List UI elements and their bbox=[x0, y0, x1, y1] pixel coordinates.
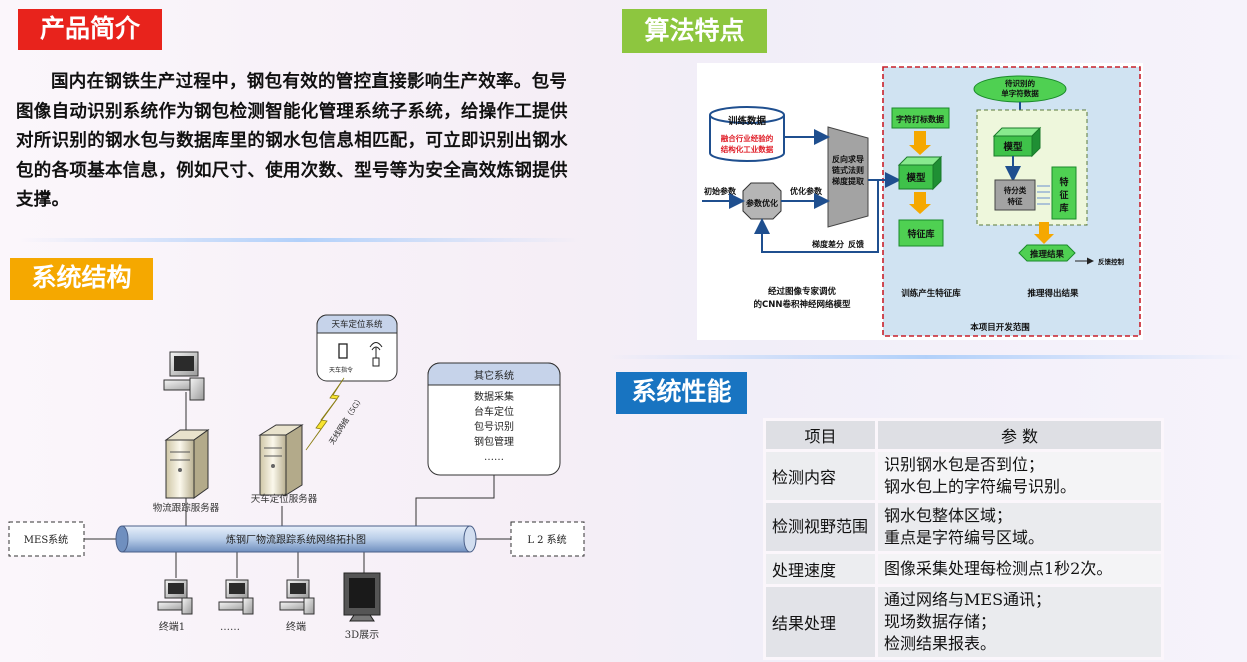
to-recognize-2: 单字符数据 bbox=[1001, 88, 1039, 98]
terminal-label: 终端 bbox=[286, 620, 306, 633]
divider-left bbox=[20, 238, 580, 242]
network-bus-label: 炼钢厂物流跟踪系统网络拓扑图 bbox=[226, 533, 366, 546]
tablet-icon bbox=[338, 343, 348, 359]
scope-label: 本项目开发范围 bbox=[970, 322, 1030, 333]
crane-server-label: 天车定位服务器 bbox=[251, 493, 318, 505]
svg-text:模型: 模型 bbox=[906, 172, 926, 184]
col-item-header: 项目 bbox=[763, 418, 878, 452]
l2-box bbox=[510, 521, 585, 557]
other-item: 包号识别 bbox=[474, 420, 514, 433]
row-item: 结果处理 bbox=[763, 584, 878, 660]
pending-feature-box bbox=[994, 179, 1036, 211]
table-header-row: 项目 参 数 bbox=[763, 418, 1164, 452]
other-item: 台车定位 bbox=[474, 405, 514, 418]
feature-lib-v-1: 特 bbox=[1059, 176, 1068, 188]
table-row: 处理速度 图像采集处理每检测点1秒2次。 bbox=[763, 551, 1164, 587]
caption-left-1: 经过图像专家调优 bbox=[768, 286, 837, 297]
backprop-1: 反向求导 bbox=[832, 154, 864, 164]
crane-server-icon bbox=[258, 424, 304, 496]
svg-text:模型: 模型 bbox=[1003, 141, 1023, 153]
backprop-2: 链式法则 bbox=[832, 165, 864, 175]
ellipsis-label: …… bbox=[220, 622, 240, 633]
arrow-down-icon bbox=[1034, 222, 1054, 244]
algorithm-flow-diagram: 训练数据 融合行业经验的 结构化工业数据 反向求导 链式法则 梯度提取 参数优化… bbox=[697, 63, 1143, 340]
intro-body: 国内在钢铁生产过程中，钢包有效的管控直接影响生产效率。包号图像自动识别系统作为钢… bbox=[16, 72, 568, 210]
training-data-cylinder: 训练数据 融合行业经验的 结构化工业数据 bbox=[709, 106, 785, 162]
divider-right bbox=[608, 355, 1244, 359]
crane-cmd-label: 天车指令 bbox=[329, 366, 353, 374]
network-bus: 炼钢厂物流跟踪系统网络拓扑图 bbox=[115, 525, 477, 553]
pending-1: 待分类 bbox=[1003, 185, 1027, 195]
caption-mid: 训练产生特征库 bbox=[901, 288, 961, 299]
intro-title: 产品简介 bbox=[18, 9, 162, 50]
caption-left-2: 的CNN卷积神经网络模型 bbox=[754, 299, 851, 310]
mes-label: MES系统 bbox=[24, 533, 68, 546]
feature-lib-v-2: 征 bbox=[1059, 189, 1068, 201]
train-sub-2: 结构化工业数据 bbox=[721, 144, 774, 154]
logistics-server-icon bbox=[164, 429, 210, 499]
feature-lib-v-3: 库 bbox=[1059, 202, 1068, 214]
row-value: 图像采集处理每检测点1秒2次。 bbox=[875, 551, 1164, 587]
param-opt-label: 参数优化 bbox=[745, 198, 778, 208]
connector-lines bbox=[84, 392, 511, 578]
monitor-3d-icon bbox=[343, 572, 381, 622]
other-item: 钢包管理 bbox=[474, 435, 514, 448]
opt-param-label: 优化参数 bbox=[790, 186, 823, 196]
table-row: 检测视野范围 钢水包整体区域；重点是字符编号区域。 bbox=[763, 500, 1164, 554]
char-label-data-label: 字符打标数据 bbox=[896, 114, 944, 124]
algorithm-title: 算法特点 bbox=[622, 9, 767, 53]
terminal-pc-icon bbox=[157, 579, 193, 615]
model2-cube: 模型 bbox=[992, 126, 1042, 158]
row-value: 钢水包整体区域；重点是字符编号区域。 bbox=[875, 500, 1164, 554]
row-item: 检测视野范围 bbox=[763, 500, 878, 554]
performance-table: 项目 参 数 检测内容 识别钢水包是否到位；钢水包上的字符编号识别。 检测视野范… bbox=[763, 418, 1164, 660]
model-cube: 模型 bbox=[897, 155, 943, 191]
logistics-server-label: 物流跟踪服务器 bbox=[153, 502, 220, 514]
init-param-label: 初始参数 bbox=[704, 186, 737, 196]
terminal1-label: 终端1 bbox=[159, 620, 185, 633]
structure-title: 系统结构 bbox=[10, 258, 153, 300]
arrow-down-icon bbox=[909, 192, 931, 214]
row-value: 通过网络与MES通讯；现场数据存储；检测结果报表。 bbox=[875, 584, 1164, 660]
to-recognize-1: 待识别的 bbox=[1004, 78, 1035, 88]
l2-label: L 2 系统 bbox=[527, 533, 566, 546]
display3d-label: 3D展示 bbox=[345, 629, 379, 641]
antenna-icon bbox=[369, 342, 383, 367]
infer-result-node bbox=[1018, 244, 1076, 262]
row-value: 识别钢水包是否到位；钢水包上的字符编号识别。 bbox=[875, 449, 1164, 503]
arrow-down-icon bbox=[909, 131, 931, 155]
infer-result-label: 推理结果 bbox=[1030, 249, 1065, 260]
backprop-3: 梯度提取 bbox=[832, 176, 864, 186]
train-sub-1: 融合行业经验的 bbox=[721, 133, 774, 143]
row-item: 处理速度 bbox=[763, 551, 878, 587]
other-system-box: 其它系统 数据采集 台车定位 包号识别 钢包管理 …… bbox=[427, 362, 561, 476]
other-system-label: 其它系统 bbox=[474, 369, 514, 382]
pending-2: 特征 bbox=[1008, 196, 1023, 206]
table-row: 检测内容 识别钢水包是否到位；钢水包上的字符编号识别。 bbox=[763, 449, 1164, 503]
row-item: 检测内容 bbox=[763, 449, 878, 503]
network-topology-diagram: 天车定位系统 天车指令 无线网络（5G） 其它系统 数据采集 台车定位 包号识别… bbox=[8, 314, 585, 641]
other-item: 数据采集 bbox=[474, 390, 514, 403]
wireless-label: 无线网络（5G） bbox=[326, 394, 365, 446]
terminal-pc-icon bbox=[218, 579, 254, 615]
feedback-ctrl-label: 反馈控制 bbox=[1098, 257, 1125, 266]
table-row: 结果处理 通过网络与MES通讯；现场数据存储；检测结果报表。 bbox=[763, 584, 1164, 660]
lightning-icon bbox=[305, 377, 345, 451]
feature-lib-label: 特征库 bbox=[907, 228, 934, 240]
terminal-pc-icon bbox=[279, 579, 315, 615]
mes-box bbox=[8, 521, 85, 557]
match-arrows bbox=[1037, 185, 1050, 205]
train-data-label: 训练数据 bbox=[728, 115, 767, 127]
pc-icon bbox=[163, 351, 205, 401]
feature-lib-box bbox=[898, 219, 944, 247]
col-param-header: 参 数 bbox=[875, 418, 1164, 452]
feature-lib-v-box bbox=[1051, 166, 1077, 220]
crane-system-box: 天车定位系统 天车指令 bbox=[316, 314, 398, 382]
crane-system-label: 天车定位系统 bbox=[331, 319, 383, 330]
char-label-data-box bbox=[891, 107, 950, 129]
grad-feedback-label: 梯度差分反馈 bbox=[812, 239, 864, 249]
caption-right: 推理得出结果 bbox=[1027, 288, 1079, 299]
performance-title: 系统性能 bbox=[616, 372, 747, 414]
other-item: …… bbox=[484, 452, 504, 463]
